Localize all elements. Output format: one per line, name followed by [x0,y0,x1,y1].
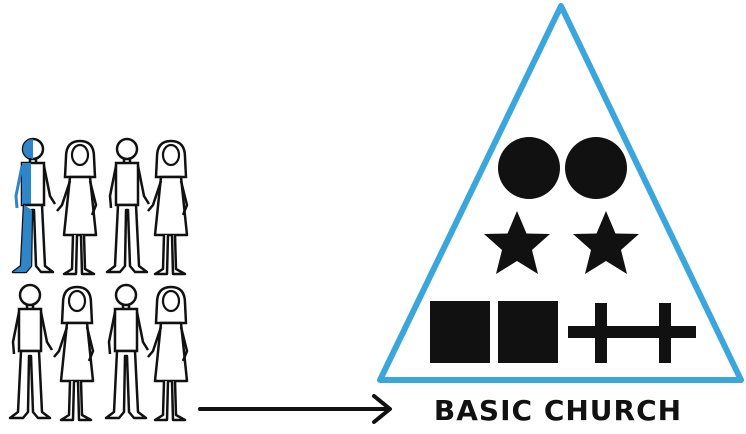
star-icon [484,211,550,274]
man-figure [104,283,150,420]
circle-icon [498,137,560,199]
square-icon [498,301,558,363]
woman-figure [55,139,98,276]
star-icon [573,211,639,274]
circle-icon [565,137,627,199]
arrow-right-icon [198,394,392,424]
diagram-caption: BASIC CHURCH [434,394,682,427]
man-figure-highlighted [11,137,57,274]
cross-icon [634,303,696,363]
woman-figure [146,139,189,276]
cross-icon [568,303,634,363]
square-icon [430,301,490,363]
man-figure [105,137,151,274]
woman-figure [52,285,95,422]
row-1 [11,137,189,276]
symbols-group [430,137,696,363]
man-figure [8,283,54,420]
people-group [8,137,189,422]
row-2 [8,283,189,422]
church-triangle [377,3,744,383]
woman-figure [146,285,189,422]
